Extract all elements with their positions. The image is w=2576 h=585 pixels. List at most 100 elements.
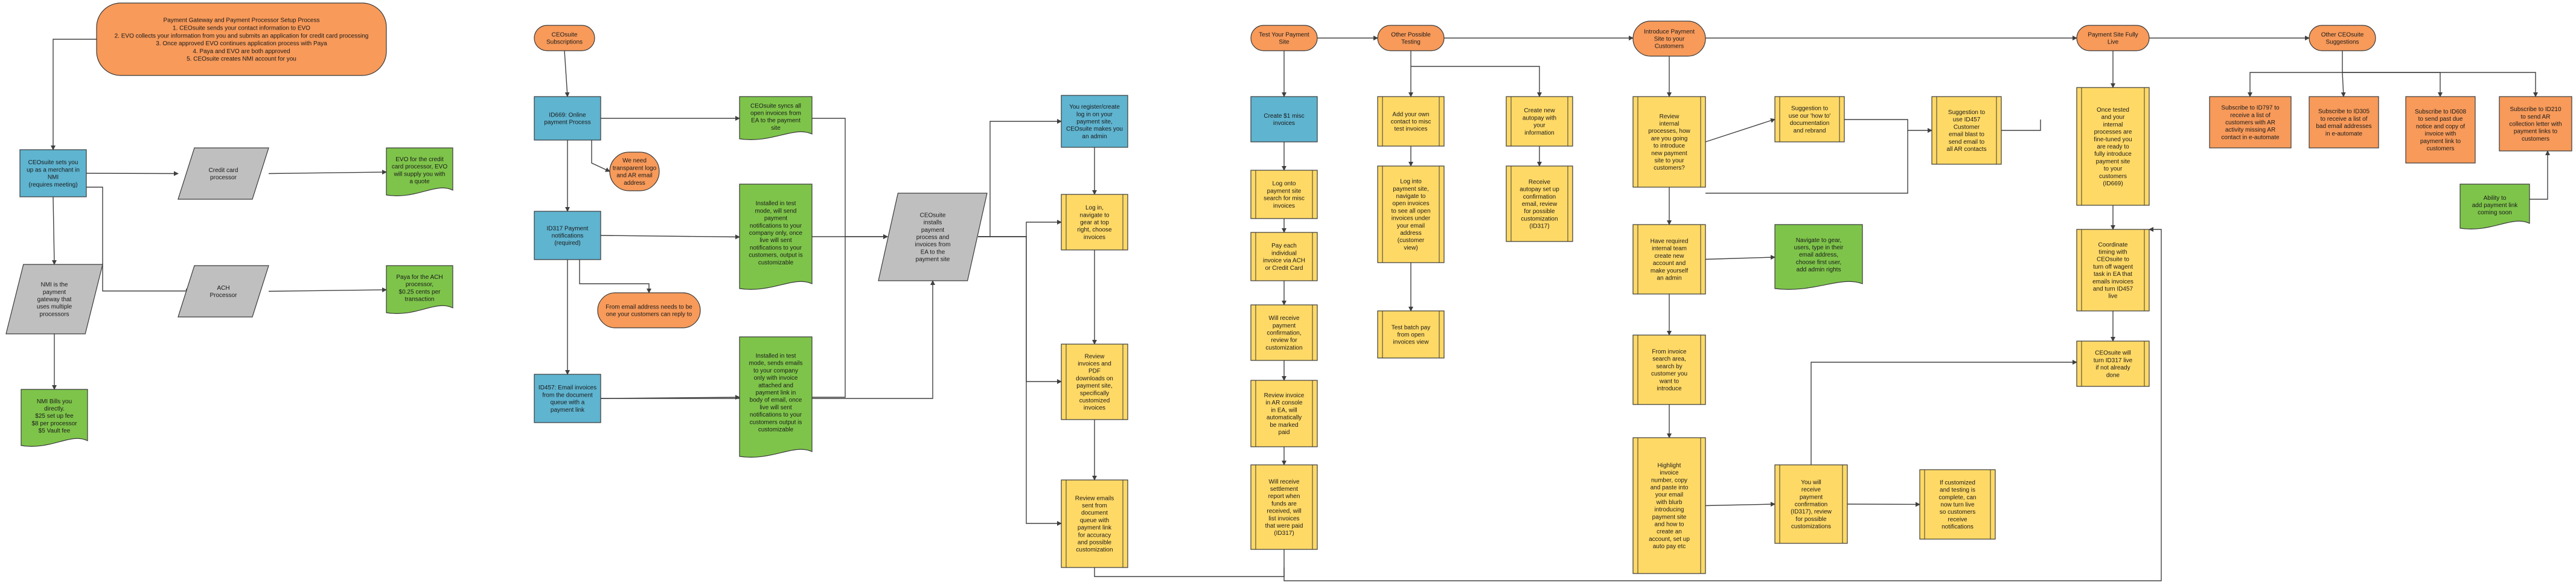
node-label-line: Payment Gateway and Payment Processor Se…	[163, 18, 319, 24]
node-label-line: live will sent	[759, 237, 792, 244]
connector	[564, 50, 570, 97]
node-shape	[1061, 344, 1128, 420]
node-label-line: downloads on	[1076, 376, 1113, 382]
connector	[1283, 227, 2162, 581]
node-label-line: invoices	[1273, 120, 1295, 127]
node-label-line: (ID317), review	[1791, 509, 1832, 516]
connector	[1705, 130, 1908, 194]
node-shape	[1632, 224, 1706, 295]
node-label-line: receive	[1948, 516, 1967, 523]
node-label-line: turn off wagent	[2093, 264, 2133, 270]
node-label-line: to receive a list of	[2321, 116, 2368, 123]
node-label-line: to your company	[753, 368, 798, 374]
node-label-line: Other CEOsuite	[2321, 31, 2364, 38]
node-label-line: payment site,	[1393, 186, 1428, 193]
node-label-line: customers with AR	[2225, 120, 2275, 126]
node-label-line: search for misc	[1264, 196, 1305, 202]
node-label-line: confirmation,	[1267, 330, 1301, 337]
node-label-line: or Credit Card	[1265, 265, 1303, 272]
node-shape	[2076, 340, 2150, 387]
node-label-line: email address,	[1799, 252, 1838, 258]
node-label-line: notifications to your	[750, 245, 802, 251]
node-label-line: customization	[1265, 345, 1302, 351]
node-shape	[2209, 96, 2292, 149]
node-label-line: payment	[1800, 494, 1823, 500]
node-label-line: confirmation	[1523, 194, 1556, 200]
node-label-line: in AR console	[1265, 400, 1303, 406]
node-label-line: Review	[1660, 113, 1680, 120]
node-label-line: Site to your	[1654, 36, 1685, 43]
node-label-line: invoice with	[2425, 131, 2456, 138]
node-label-line: to send past due	[2418, 116, 2463, 123]
node-label-line: test invoices	[1394, 126, 1427, 133]
node-label-line: to see all open	[1391, 208, 1430, 214]
connector	[51, 196, 57, 265]
node-label-line: customizable	[758, 260, 794, 266]
node-label-line: review for	[1271, 337, 1297, 344]
node-label-line: open invoices from	[750, 110, 801, 117]
node-label-line: search area,	[1652, 356, 1686, 363]
connector	[1811, 360, 2077, 465]
node-label-line: customization	[1076, 547, 1113, 554]
connector	[1844, 119, 1932, 133]
node-label-line: users, type in their	[1794, 245, 1844, 251]
node-shape	[1250, 25, 1318, 51]
node-label-line: confirmation	[1795, 502, 1827, 508]
node-shape	[597, 292, 701, 328]
node-label-line: CEOsuite will	[2095, 350, 2130, 357]
connector	[86, 171, 179, 176]
node-label-line: Add your own	[1392, 111, 1429, 118]
connector	[1705, 502, 1775, 507]
node-label-line: 4. Paya and EVO are both approved	[193, 48, 290, 55]
node-label-line: timing with	[2098, 249, 2127, 256]
node-label-line: company only, once	[749, 230, 803, 237]
node-label-line: invoice	[1660, 470, 1679, 476]
node-label-line: be marked	[1270, 422, 1298, 429]
node-label-line: customers	[2099, 173, 2127, 180]
node-label-line: (required)	[554, 240, 580, 247]
node-label-line: If customized	[1940, 479, 1975, 486]
node-label-line: Review invoice	[1264, 392, 1305, 399]
node-shape	[1377, 310, 1445, 359]
node-shape	[21, 389, 88, 447]
node-label-line: (ID317)	[1529, 223, 1549, 230]
node-label-line: up as a merchant in	[27, 167, 80, 173]
node-shape	[534, 374, 601, 423]
connector	[591, 140, 610, 172]
node-label-line: invoices from	[915, 241, 951, 248]
node-label-line: introduce	[1657, 386, 1682, 392]
node-shape	[1377, 25, 1445, 51]
node-label-line: all AR contacts	[1946, 146, 1986, 153]
node-label-line: payment link in	[756, 390, 796, 397]
node-label-line: email, review	[1522, 201, 1558, 208]
node-label-line: invoices and	[1078, 361, 1111, 368]
node-label-line: one your customers can reply to	[606, 312, 692, 318]
node-label-line: payment site	[916, 257, 950, 263]
node-label-line: ID457: Email invoices	[539, 385, 596, 391]
node-label-line: customers?	[1654, 165, 1685, 171]
node-shape	[1774, 224, 1863, 290]
node-label-line: customers	[2426, 145, 2454, 152]
node-label-line: gear at top	[1080, 220, 1109, 226]
node-label-line: NMI	[48, 174, 59, 181]
